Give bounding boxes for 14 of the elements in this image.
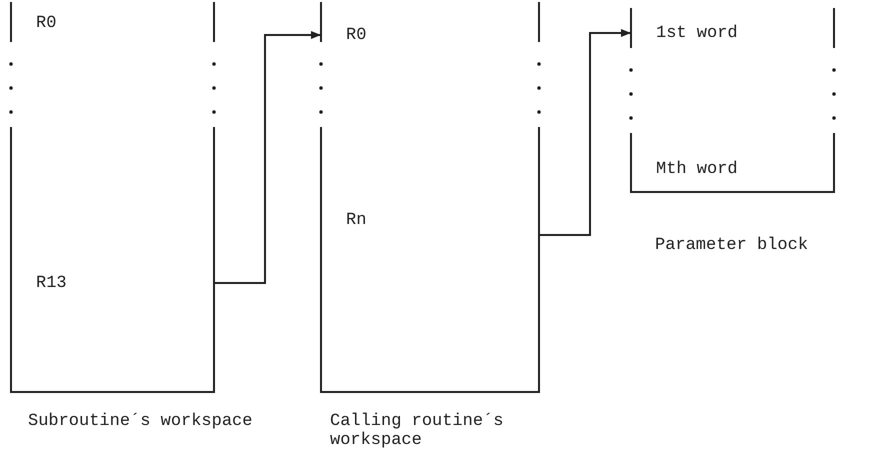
block-caption: Calling routine´s workspace bbox=[330, 412, 504, 450]
register-label: R13 bbox=[35, 272, 68, 294]
register-label: Mth word bbox=[655, 158, 739, 180]
register-label: R0 bbox=[35, 12, 58, 34]
register-label: 1st word bbox=[655, 22, 739, 44]
block-caption: Parameter block bbox=[655, 236, 810, 255]
pointer-arrow bbox=[540, 29, 631, 236]
register-label: Rn bbox=[345, 210, 368, 232]
memory-block bbox=[10, 2, 215, 393]
pointer-arrow bbox=[215, 31, 321, 284]
block-caption: Subroutine´s workspace bbox=[28, 412, 254, 431]
register-label: R0 bbox=[345, 24, 368, 46]
memory-block bbox=[630, 8, 835, 193]
memory-block bbox=[320, 2, 540, 393]
